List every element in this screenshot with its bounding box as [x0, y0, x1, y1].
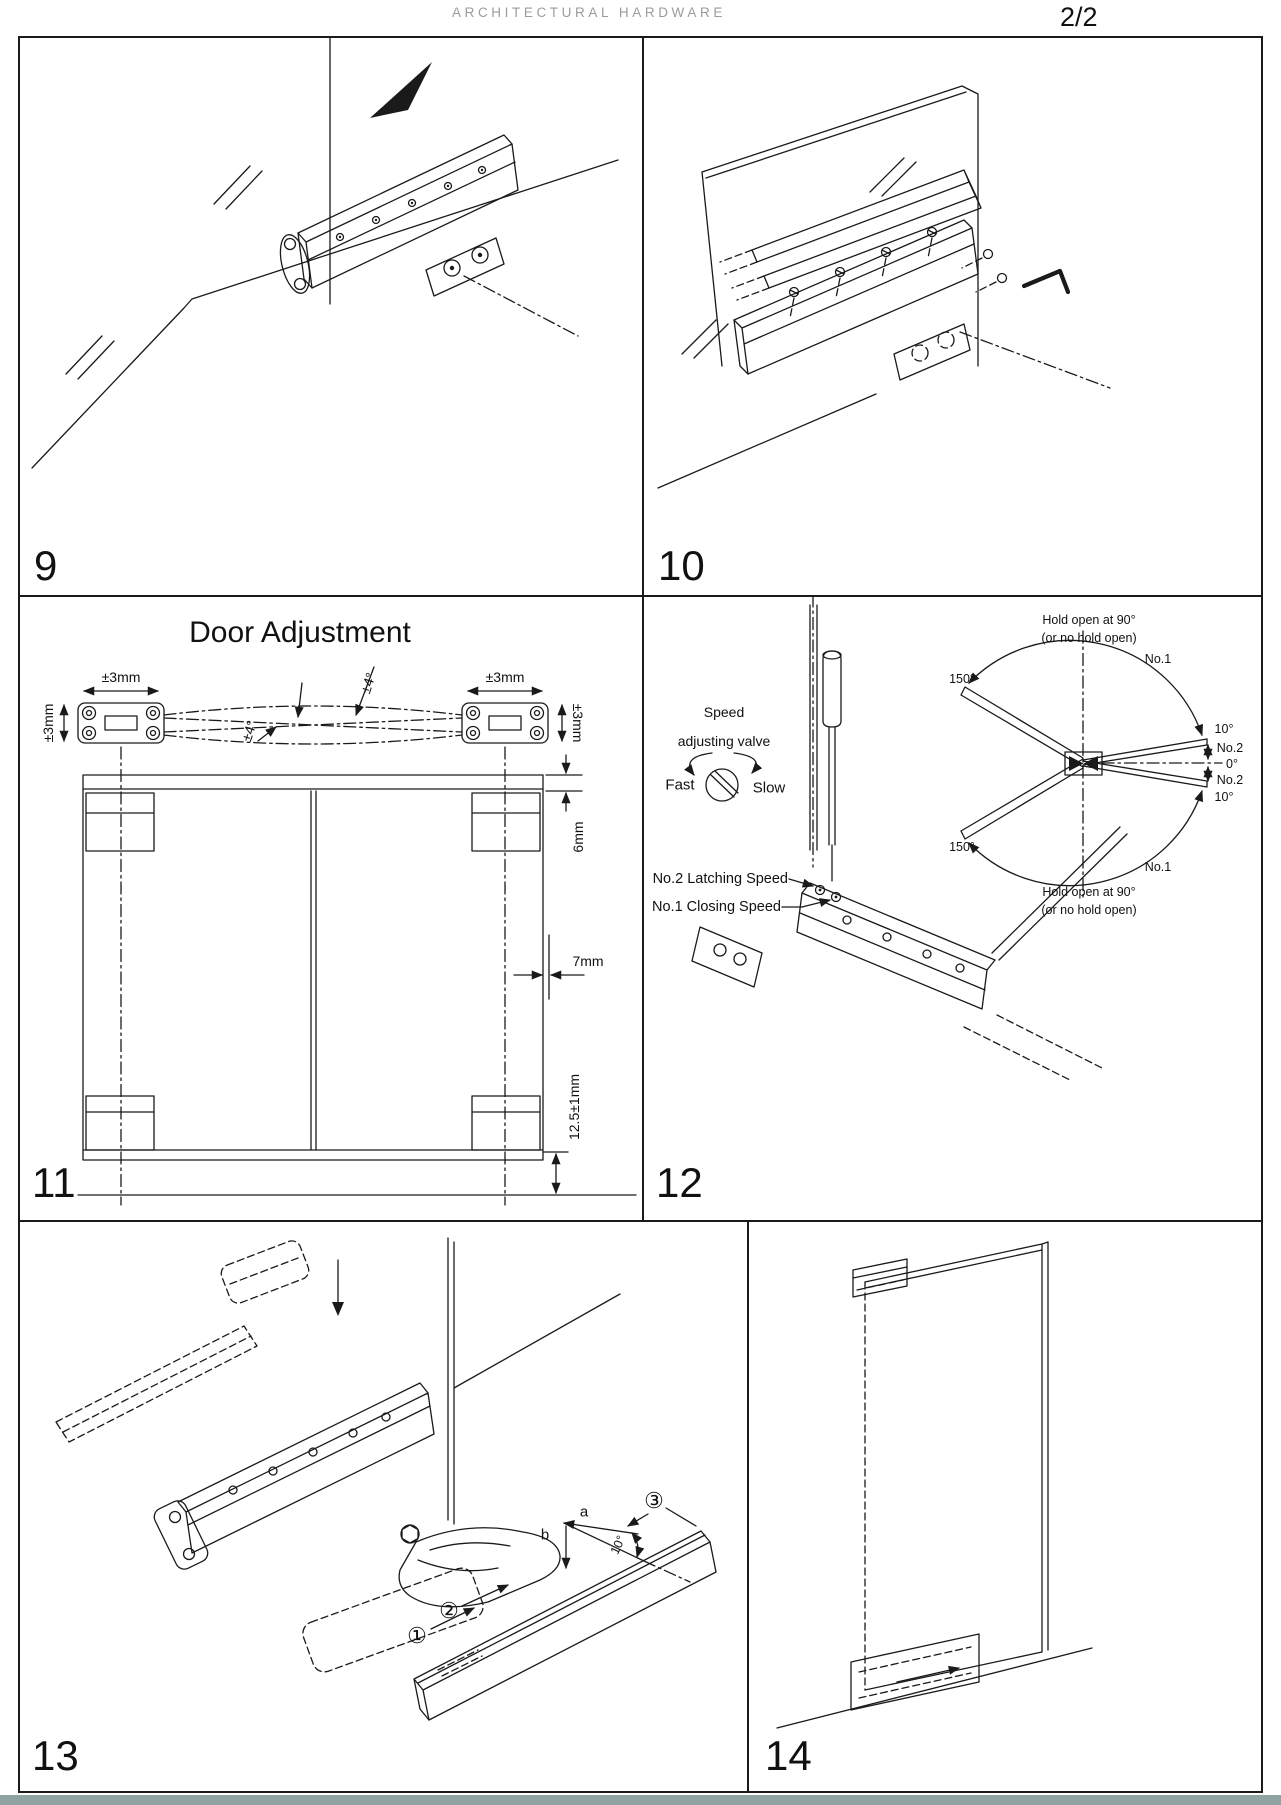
fan-0deg: 0° — [1226, 757, 1238, 771]
panel11-title: Door Adjustment — [189, 616, 411, 649]
callout-closing-speed: No.1 Closing Speed — [652, 899, 781, 915]
panel9-door-closer-overview-drawing — [31, 36, 619, 469]
valve-slow-label: Slow — [752, 779, 786, 797]
panel-9: 9 — [18, 36, 642, 595]
fan-150deg-top: 150° — [949, 672, 975, 686]
grid-vline-row3 — [747, 1220, 749, 1791]
scan-edge-strip — [0, 1795, 1281, 1805]
fan-no2-top: No.2 — [1216, 741, 1244, 755]
panel12-number: 12 — [656, 1159, 703, 1206]
fan-no1-bottom: No.1 — [1144, 860, 1172, 874]
fan-hold-open-bottom-1: Hold open at 90° — [1042, 885, 1136, 899]
panel11-number: 11 — [32, 1159, 76, 1206]
panel-10: 10 — [642, 36, 1263, 595]
screwdriver-icon — [822, 650, 842, 728]
panel-14: 14 — [747, 1220, 1263, 1793]
dim-3mm-left-side: ±3mm — [40, 703, 56, 743]
direction-arrow-icon — [370, 62, 432, 118]
panel14-glass-door-panel-drawing — [776, 1241, 1093, 1729]
dim-3mm-left-top: ±3mm — [101, 669, 141, 685]
page-number: 2/2 — [1060, 2, 1098, 32]
panel10-screw-installation-drawing — [657, 85, 1111, 489]
grid-hline-2 — [20, 1220, 1261, 1222]
dim-12-5mm: 12.5±1mm — [566, 1073, 582, 1141]
panel-13: a b 10° ① ② ③ 13 — [18, 1220, 747, 1793]
fan-150deg-bottom: 150° — [949, 840, 975, 854]
valve-fast-label: Fast — [665, 776, 695, 794]
label-b: b — [540, 1526, 550, 1544]
glass-hatch-marks — [681, 157, 917, 359]
fan-hold-open-top-2: (or no hold open) — [1041, 631, 1137, 645]
valve-title-line1: Speed — [703, 704, 745, 720]
page-header-title: ARCHITECTURAL HARDWARE — [452, 5, 726, 20]
step1-circled-number: ① — [407, 1623, 427, 1648]
dim-3mm-right-side: ±3mm — [570, 703, 586, 743]
glass-hatch-marks — [65, 165, 263, 380]
fan-no1-top: No.1 — [1144, 652, 1172, 666]
panel11-door-adjustment-drawing — [59, 666, 637, 1206]
panel10-number: 10 — [658, 542, 705, 589]
step3-circled-number: ③ — [644, 1488, 664, 1513]
panel13-number: 13 — [32, 1732, 79, 1779]
grid-vline-rows12 — [642, 38, 644, 1222]
panel12-speed-adjustment-drawing — [684, 595, 1223, 1082]
fan-no2-bottom: No.2 — [1216, 773, 1244, 787]
dim-6mm: 6mm — [570, 821, 586, 853]
panel-12: Speed adjusting valve Fast Slow No.2 Lat… — [642, 595, 1263, 1220]
panel9-number: 9 — [34, 542, 58, 589]
fan-hold-open-top-1: Hold open at 90° — [1042, 613, 1136, 627]
allen-key-icon — [1021, 268, 1071, 295]
valve-screw-icon — [705, 768, 739, 802]
label-a: a — [579, 1503, 589, 1521]
dim-7mm: 7mm — [572, 953, 604, 969]
dim-3mm-right-top: ±3mm — [485, 669, 525, 685]
panel-grid-border — [18, 36, 1263, 1793]
valve-title-line2: adjusting valve — [677, 733, 771, 749]
panel13-cover-installation-drawing — [55, 1237, 717, 1721]
fan-10deg-top: 10° — [1214, 722, 1234, 736]
callout-latching-speed: No.2 Latching Speed — [652, 871, 788, 887]
panel14-number: 14 — [765, 1732, 812, 1779]
fan-10deg-bottom: 10° — [1214, 790, 1234, 804]
step2-circled-number: ② — [439, 1598, 459, 1623]
grid-hline-1 — [20, 595, 1261, 597]
fan-hold-open-bottom-2: (or no hold open) — [1041, 903, 1137, 917]
panel-11: Door Adjustment ±3mm ±3mm ±3mm ±3mm ±4° … — [18, 595, 642, 1220]
